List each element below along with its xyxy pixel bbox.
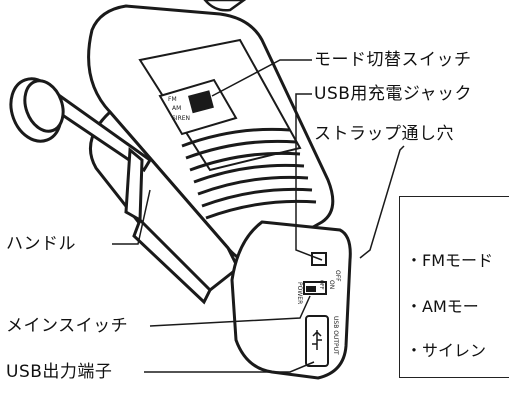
callout-strap-hole: ストラップ通し穴	[314, 124, 454, 144]
callout-handle: ハンドル	[6, 234, 76, 254]
top-edge-shape	[203, 0, 247, 12]
callout-usb-output: USB出力端子	[6, 362, 113, 382]
leader-strap-hole	[359, 145, 405, 259]
legend-item-siren: ・サイレン	[406, 341, 487, 360]
leader-main-switch	[149, 295, 311, 327]
marking-off: OFF	[334, 270, 341, 282]
marking-on: ON	[328, 280, 335, 289]
main-switch-slider	[306, 286, 316, 292]
callout-mode-switch: モード切替スイッチ	[314, 50, 472, 70]
leader-usb-output	[144, 361, 315, 373]
callout-main-switch: メインスイッチ	[6, 316, 129, 336]
marking-fm: FM	[168, 96, 177, 103]
vent-ridges	[181, 127, 317, 220]
mode-switch-knob[interactable]	[188, 90, 214, 114]
marking-siren: SIREN	[172, 115, 190, 122]
handle-crank	[9, 77, 212, 305]
legend-item-am: ・AMモー	[406, 297, 479, 316]
front-face	[303, 252, 329, 367]
leader-usb-charge	[295, 93, 323, 261]
usb-symbol-icon	[312, 330, 322, 350]
marking-off-indicator: OFF	[318, 280, 324, 290]
leader-handle	[112, 189, 151, 245]
marking-power: POWER	[296, 282, 303, 304]
marking-usb-output: USB OUTPUT	[332, 316, 339, 355]
mode-legend-box: ・FMモード ・AMモー ・サイレン	[399, 196, 509, 378]
legend-item-fm: ・FMモード	[406, 251, 494, 270]
callout-usb-charge-jack: USB用充電ジャック	[314, 84, 473, 104]
leader-mode-switch	[211, 59, 312, 97]
leader-lines	[112, 59, 405, 373]
marking-am: AM	[172, 105, 181, 112]
